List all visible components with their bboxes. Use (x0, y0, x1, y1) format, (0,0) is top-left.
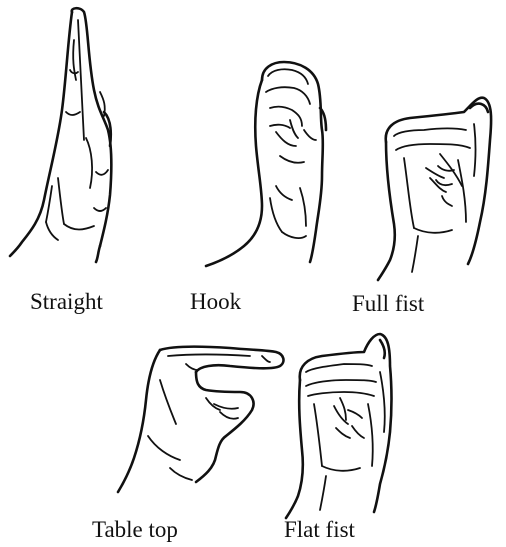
label-flat-fist: Flat fist (284, 518, 355, 541)
label-hook: Hook (190, 290, 241, 313)
label-table-top: Table top (92, 518, 178, 541)
label-full-fist: Full fist (352, 292, 424, 315)
label-straight: Straight (30, 290, 103, 313)
